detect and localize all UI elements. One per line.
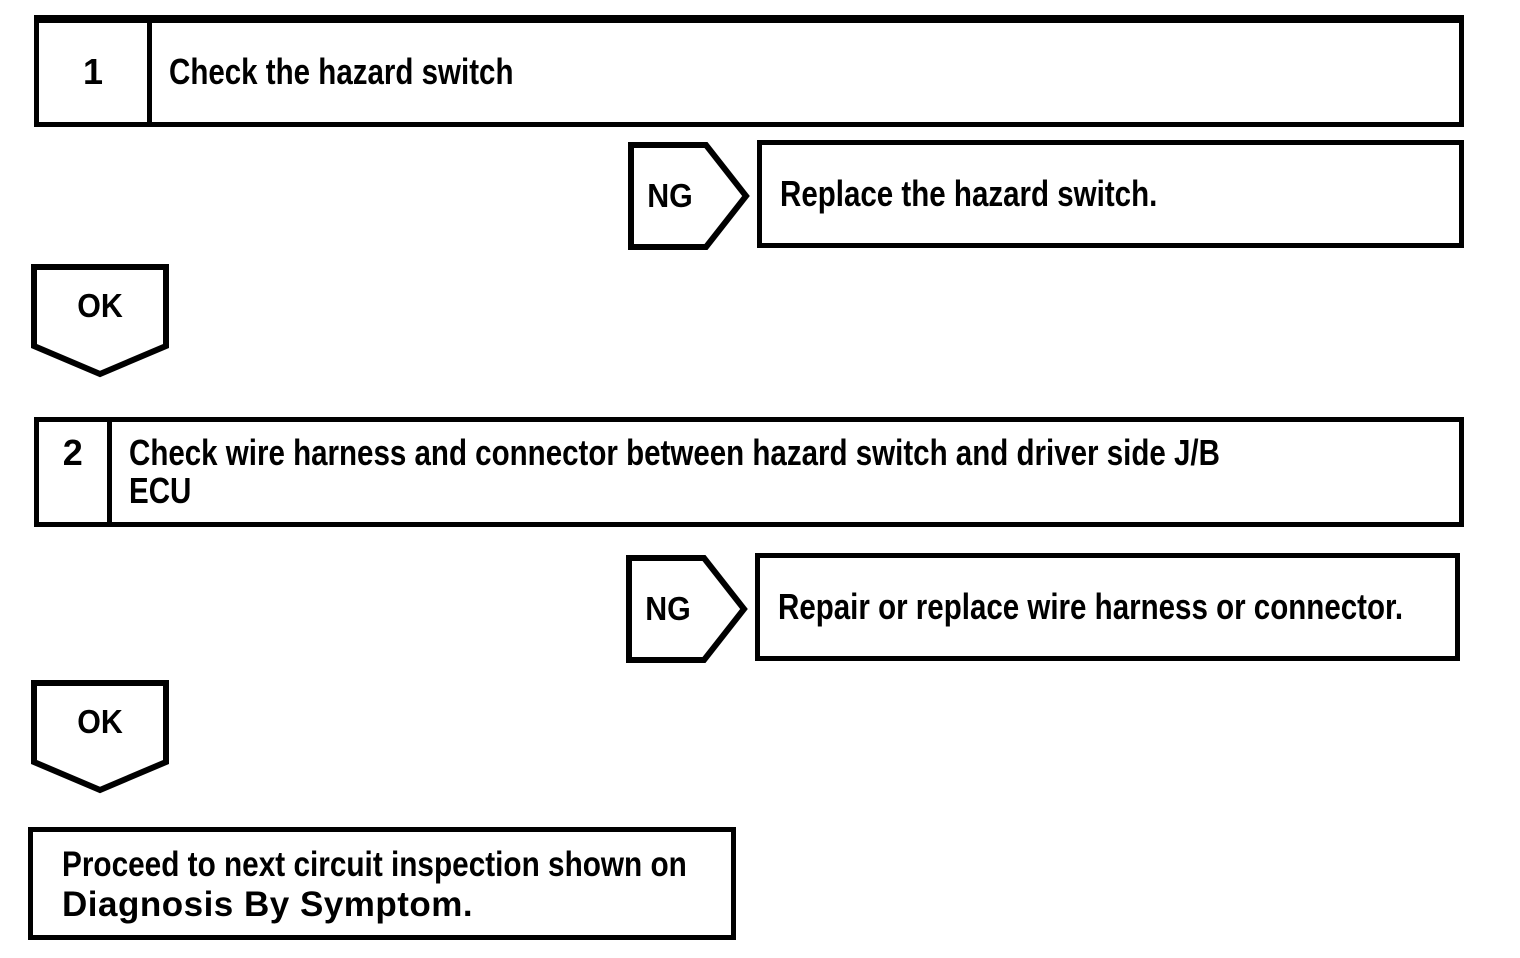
final-instruction-line-2: Diagnosis By Symptom. xyxy=(62,885,474,924)
ok-label: OK xyxy=(77,287,123,324)
step-2-number-cell: 2 xyxy=(39,422,112,522)
step-1-title-cell: Check the hazard switch xyxy=(152,23,1459,122)
step-2-title-line-1: Check wire harness and connector between… xyxy=(128,432,1220,473)
ng-result-1-box: Replace the hazard switch. xyxy=(757,140,1464,248)
step-number: 2 xyxy=(62,432,83,473)
step-1-title: Check the hazard switch xyxy=(169,51,514,92)
step-2-title-cell: Check wire harness and connector between… xyxy=(112,422,1459,522)
ng-arrow-1: NG xyxy=(628,142,750,250)
step-2-box: 2 Check wire harness and connector betwe… xyxy=(34,417,1464,527)
step-number: 1 xyxy=(82,51,104,92)
ok-pentagon-icon xyxy=(31,680,169,794)
ng-pentagon-icon xyxy=(626,555,748,663)
final-instruction-box: Proceed to next circuit inspection shown… xyxy=(28,827,736,940)
step-1-number-cell: 1 xyxy=(39,23,152,122)
step-2-title-line-2: ECU xyxy=(128,470,191,511)
ng-result-2-box: Repair or replace wire harness or connec… xyxy=(755,553,1460,661)
ng-result-1-text: Replace the hazard switch. xyxy=(780,173,1158,214)
ng-result-2-text: Repair or replace wire harness or connec… xyxy=(778,586,1404,627)
step-1-box: 1 Check the hazard switch xyxy=(34,15,1464,127)
final-instruction-line-1: Proceed to next circuit inspection shown… xyxy=(62,845,687,884)
ok-pentagon-icon xyxy=(31,264,169,378)
ng-label: NG xyxy=(645,590,691,627)
ng-arrow-2: NG xyxy=(626,555,748,663)
ng-label: NG xyxy=(647,177,693,214)
ok-label: OK xyxy=(77,703,123,740)
ng-pentagon-icon xyxy=(628,142,750,250)
ok-arrow-1: OK xyxy=(31,264,169,378)
ok-arrow-2: OK xyxy=(31,680,169,794)
